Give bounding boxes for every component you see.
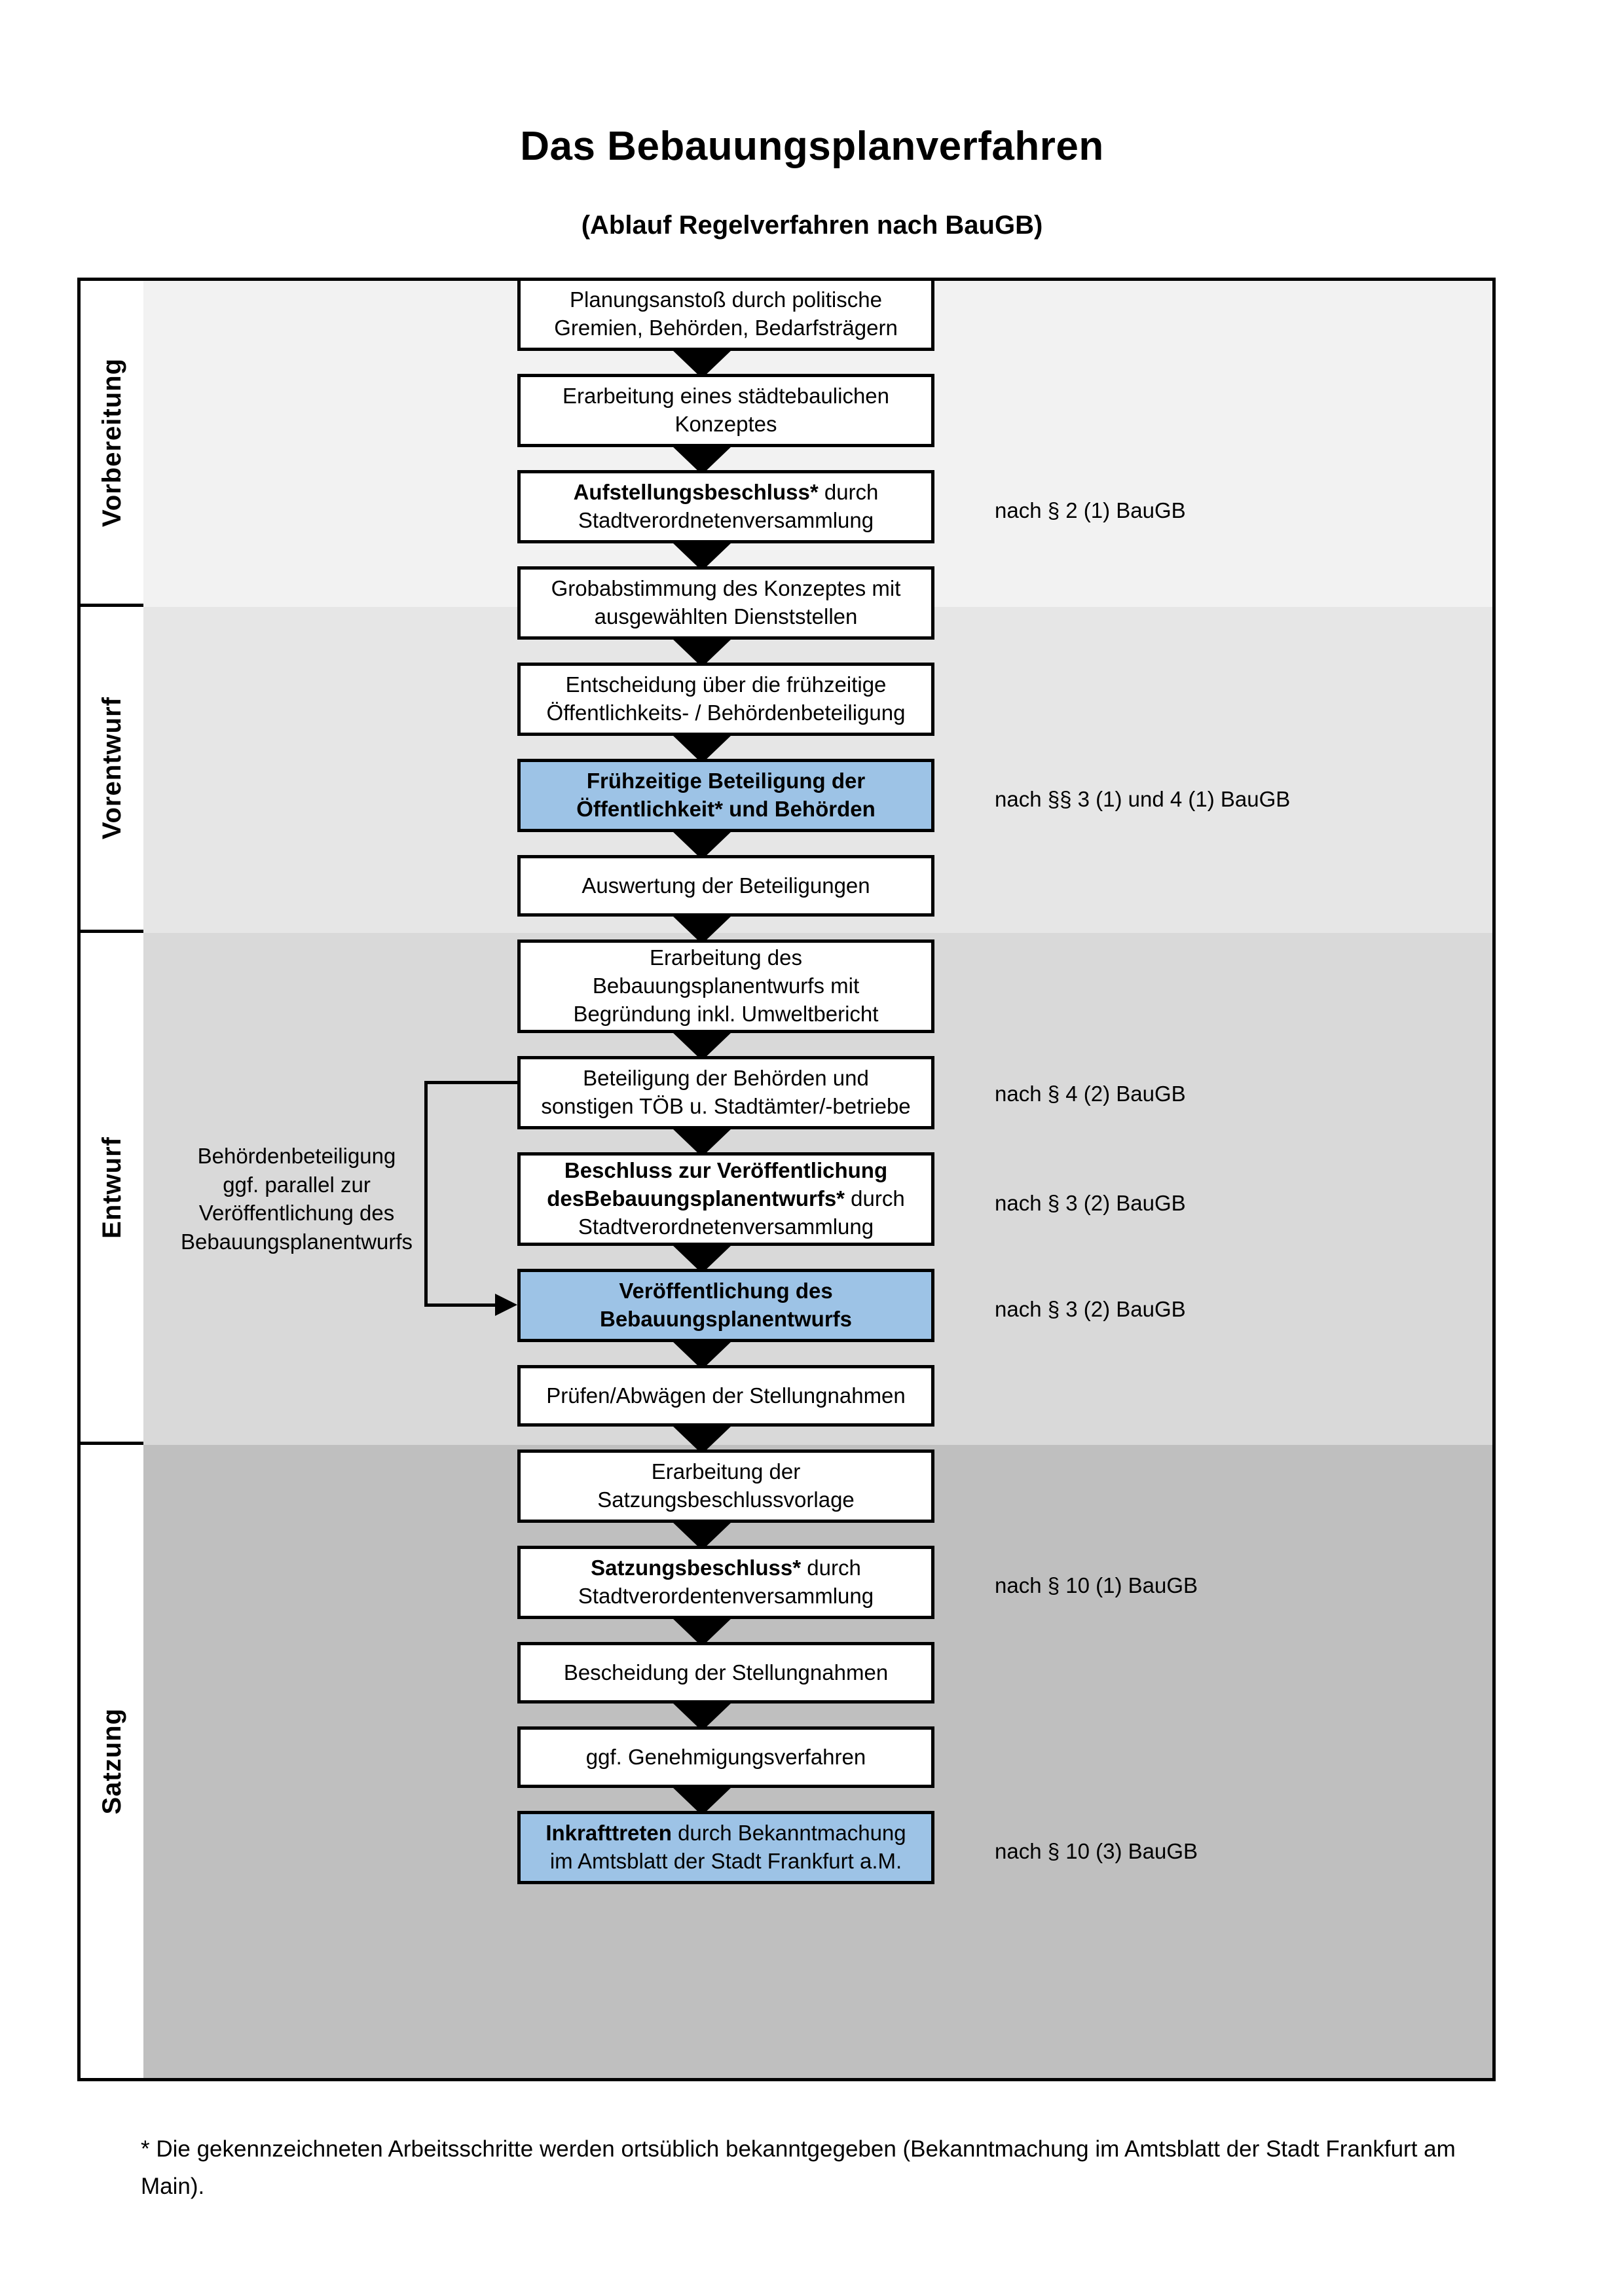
flow-arrow <box>672 1341 732 1370</box>
phase-label-column: Vorbereitung Vorentwurf Entwurf Satzung <box>81 281 143 2078</box>
side-note-line: Bebauungsplanentwurfs <box>180 1229 413 1254</box>
phase-label-vorbereitung: Vorbereitung <box>81 281 143 607</box>
flow-arrow <box>672 1425 732 1454</box>
phase-label-text: Vorbereitung <box>97 357 126 527</box>
legal-reference-veroeffentlichung: nach § 3 (2) BauGB <box>995 1297 1186 1321</box>
legal-reference-aufstellungsbeschluss: nach § 2 (1) BauGB <box>995 498 1186 522</box>
side-note-line: ggf. parallel zur <box>223 1172 371 1197</box>
page-title: Das Bebauungsplanverfahren <box>520 124 1104 169</box>
step-text: ggf. Genehmigungsverfahren <box>585 1744 866 1769</box>
flowchart-frame: Vorbereitung Vorentwurf Entwurf Satzung … <box>77 278 1496 2081</box>
legal-reference-satzungsbeschluss: nach § 10 (1) BauGB <box>995 1573 1198 1597</box>
step-box-beschluss-veroeffentlichung[interactable]: Beschluss zur Veröffentlichung desBebauu… <box>517 1152 934 1246</box>
step-text: Beschluss zur Veröffentlichung desBebauu… <box>547 1158 905 1239</box>
flow-arrow <box>672 350 732 378</box>
bypass-connector-side <box>424 1081 428 1307</box>
flow-arrow <box>672 1618 732 1647</box>
step-text: Prüfen/Abwägen der Stellungnahmen <box>546 1383 906 1408</box>
phase-label-text: Vorentwurf <box>97 697 126 840</box>
flow-arrow <box>672 1245 732 1273</box>
page-subtitle: (Ablauf Regelverfahren nach BauGB) <box>581 211 1043 240</box>
footnote: * Die gekennzeichneten Arbeitsschritte w… <box>141 2136 1456 2199</box>
step-box-genehmigungsverfahren[interactable]: ggf. Genehmigungsverfahren <box>517 1726 934 1788</box>
phase-label-entwurf: Entwurf <box>81 933 143 1445</box>
flow-arrow <box>672 542 732 571</box>
bypass-connector-bottom <box>424 1303 496 1307</box>
side-note-line: Veröffentlichung des <box>198 1201 395 1226</box>
flow-arrow <box>672 1787 732 1815</box>
flow-arrow <box>672 446 732 475</box>
phase-label-vorentwurf: Vorentwurf <box>81 607 143 933</box>
step-box-pruefen-abwaegen[interactable]: Prüfen/Abwägen der Stellungnahmen <box>517 1365 934 1427</box>
bypass-connector-top <box>424 1081 521 1084</box>
legal-reference-behoerdenbeteiligung: nach § 4 (2) BauGB <box>995 1082 1186 1106</box>
step-box-bescheidung-stellungnahmen[interactable]: Bescheidung der Stellungnahmen <box>517 1642 934 1704</box>
phase-label-text: Satzung <box>97 1708 126 1815</box>
phase-label-satzung: Satzung <box>81 1445 143 2078</box>
step-text: Bescheidung der Stellungnahmen <box>563 1660 889 1685</box>
flow-arrow <box>672 831 732 860</box>
legal-reference-beschluss-veroeffentlichung: nach § 3 (2) BauGB <box>995 1191 1186 1215</box>
step-text: Auswertung der Beteiligungen <box>581 873 870 898</box>
flow-arrow <box>672 1032 732 1061</box>
side-note-behoerdenbeteiligung: Behördenbeteiligung ggf. parallel zur Ve… <box>153 1142 441 1256</box>
flow-arrow <box>672 1702 732 1731</box>
legal-reference-inkrafttreten: nach § 10 (3) BauGB <box>995 1839 1198 1863</box>
flow-arrow <box>672 1128 732 1157</box>
flow-arrow <box>672 915 732 944</box>
flow-arrow <box>672 1522 732 1550</box>
bypass-arrow-icon <box>495 1294 517 1316</box>
flow-arrow <box>672 638 732 667</box>
flow-arrow <box>672 735 732 763</box>
step-box-auswertung-beteiligungen[interactable]: Auswertung der Beteiligungen <box>517 855 934 917</box>
legal-reference-fruehzeitige-beteiligung: nach §§ 3 (1) und 4 (1) BauGB <box>995 787 1291 811</box>
side-note-line: Behördenbeteiligung <box>197 1144 396 1168</box>
phase-label-text: Entwurf <box>97 1136 126 1239</box>
